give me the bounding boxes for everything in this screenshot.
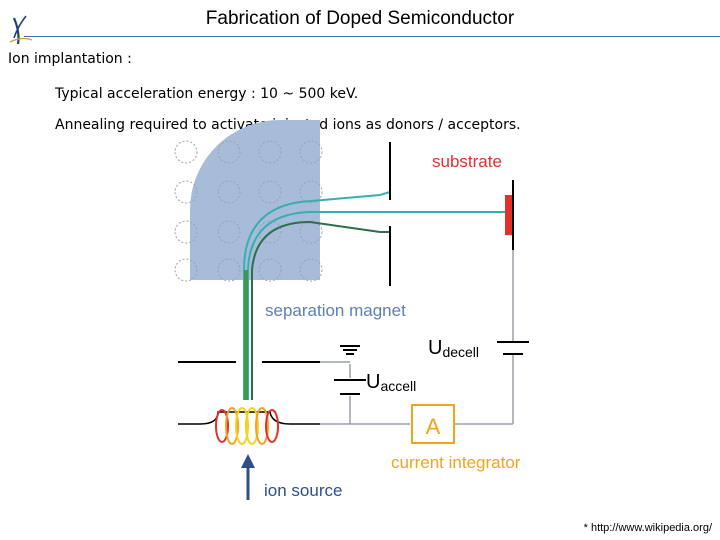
title-divider [24, 36, 720, 37]
bullet-acceleration-energy: Typical acceleration energy : 10 ~ 500 k… [55, 86, 359, 102]
ion-source-label: ion source [264, 481, 342, 500]
u-decell-label: Udecell [428, 337, 479, 360]
ion-beams [243, 191, 505, 400]
substrate-label: substrate [432, 152, 502, 171]
circuit-wires [320, 250, 514, 425]
separation-magnet-label: separation magnet [265, 301, 406, 320]
ammeter-box [411, 404, 455, 444]
bullet-ion-implantation: Ion implantation : [8, 51, 132, 67]
magnet-field-grid [174, 140, 323, 282]
accell-battery [334, 345, 366, 395]
source-footnote: * http://www.wikipedia.org/ [583, 522, 712, 534]
ammeter-symbol: A [426, 414, 441, 439]
current-integrator-label: current integrator [391, 453, 521, 472]
separation-magnet-shape [190, 120, 320, 280]
substrate-block [505, 195, 513, 235]
ion-source [178, 407, 320, 445]
slide-title: Fabrication of Doped Semiconductor [205, 8, 515, 29]
ion-source-arrow [241, 454, 255, 500]
logo [6, 12, 36, 48]
decell-battery [497, 341, 529, 355]
u-accell-label: Uaccell [366, 371, 416, 394]
